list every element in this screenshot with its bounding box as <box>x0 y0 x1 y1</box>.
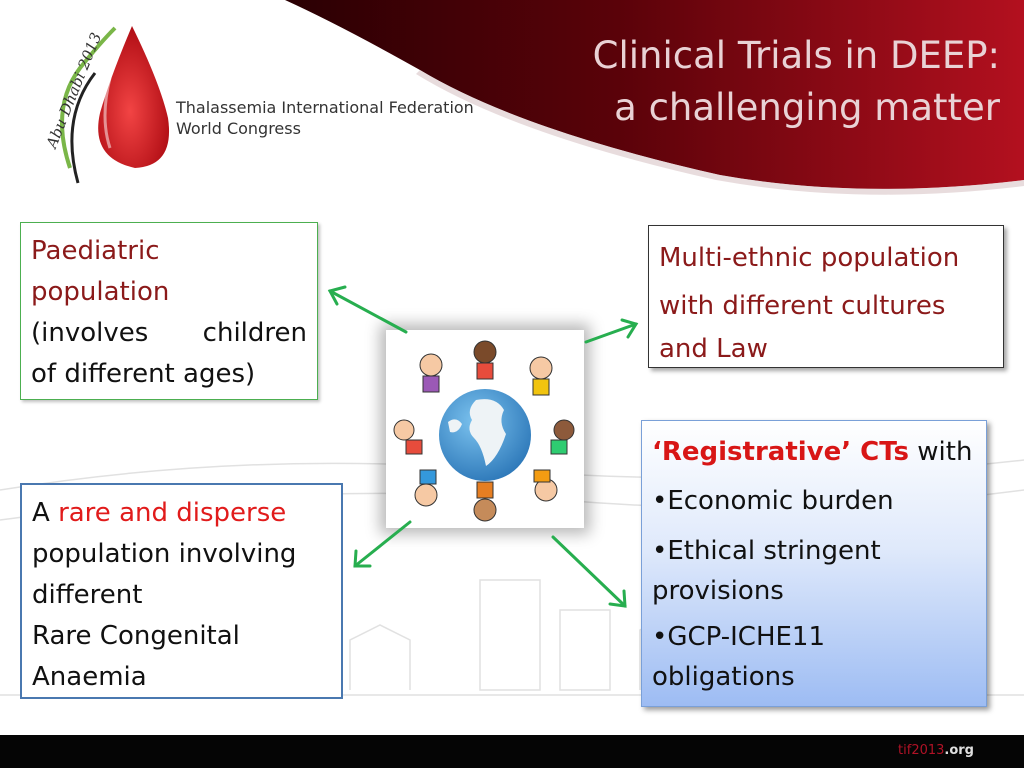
site-domain: .org <box>944 743 974 758</box>
paediatric-line-3: (involves children <box>31 313 307 354</box>
registrative-cts-box: ‘Registrative’ CTs with •Economic burden… <box>641 420 987 707</box>
arrow-to-multiethnic <box>584 318 639 344</box>
rare-line-4: Rare Congenital <box>32 621 240 651</box>
multi-ethnic-line-2: with different cultures <box>659 291 946 321</box>
paediatric-line-2: population <box>31 277 170 307</box>
children-ring <box>393 340 575 522</box>
org-line-2: World Congress <box>176 119 301 138</box>
footer-bar: tif2013.org <box>0 735 1024 768</box>
paediatric-population-box: Paediatric population (involves children… <box>20 222 318 400</box>
bullet-gcp-line-1: •GCP-ICHE11 <box>652 622 826 652</box>
registrative-heading-rest: with <box>917 437 973 467</box>
paediatric-line-1: Paediatric <box>31 236 160 266</box>
bullet-ethical-line-2: provisions <box>652 576 784 606</box>
globe-illustration <box>393 340 575 522</box>
registrative-heading-red: ‘Registrative’ CTs <box>652 437 910 467</box>
paediatric-line-4: of different ages) <box>31 359 256 389</box>
title-line-2: a challenging matter <box>614 86 1000 129</box>
arrow-to-rare <box>353 520 412 568</box>
bullet-ethical-line-1: •Ethical stringent <box>652 536 881 566</box>
rare-line-5: Anaemia <box>32 662 147 692</box>
header-swoosh <box>285 0 1024 195</box>
arrow-to-registrative <box>551 535 627 608</box>
registrative-heading: ‘Registrative’ CTs with <box>652 427 976 477</box>
rare-line-3: different <box>32 580 143 610</box>
multi-ethnic-box: Multi-ethnic population with different c… <box>648 225 1004 368</box>
children-around-globe-picture <box>386 330 584 528</box>
paediatric-line-3-word-1: (involves <box>31 318 149 348</box>
bullet-economic-burden: •Economic burden <box>652 486 894 516</box>
rare-prefix: A <box>32 498 50 528</box>
tif-logo: Abu Dhabi 2013 <box>42 26 170 184</box>
title-line-1: Clinical Trials in DEEP: <box>592 34 1000 77</box>
org-line-1: Thalassemia International Federation <box>176 98 474 117</box>
footer-site-link[interactable]: tif2013.org <box>898 743 974 758</box>
organisation-name: Thalassemia International Federation Wor… <box>176 97 474 139</box>
arrow-to-paediatric <box>327 285 408 334</box>
rare-line-2: population involving <box>32 539 297 569</box>
bullet-gcp-line-2: obligations <box>652 662 795 692</box>
site-name: tif2013 <box>898 743 945 758</box>
multi-ethnic-line-1: Multi-ethnic population <box>659 243 960 273</box>
multi-ethnic-line-3: and Law <box>659 334 768 364</box>
slide-title: Clinical Trials in DEEP: a challenging m… <box>480 30 1000 134</box>
rare-line-1: A rare and disperse <box>32 493 331 534</box>
rare-population-box: A rare and disperse population involving… <box>20 483 343 699</box>
paediatric-line-3-word-2: children <box>202 318 307 348</box>
rare-highlight: rare and disperse <box>58 498 287 528</box>
